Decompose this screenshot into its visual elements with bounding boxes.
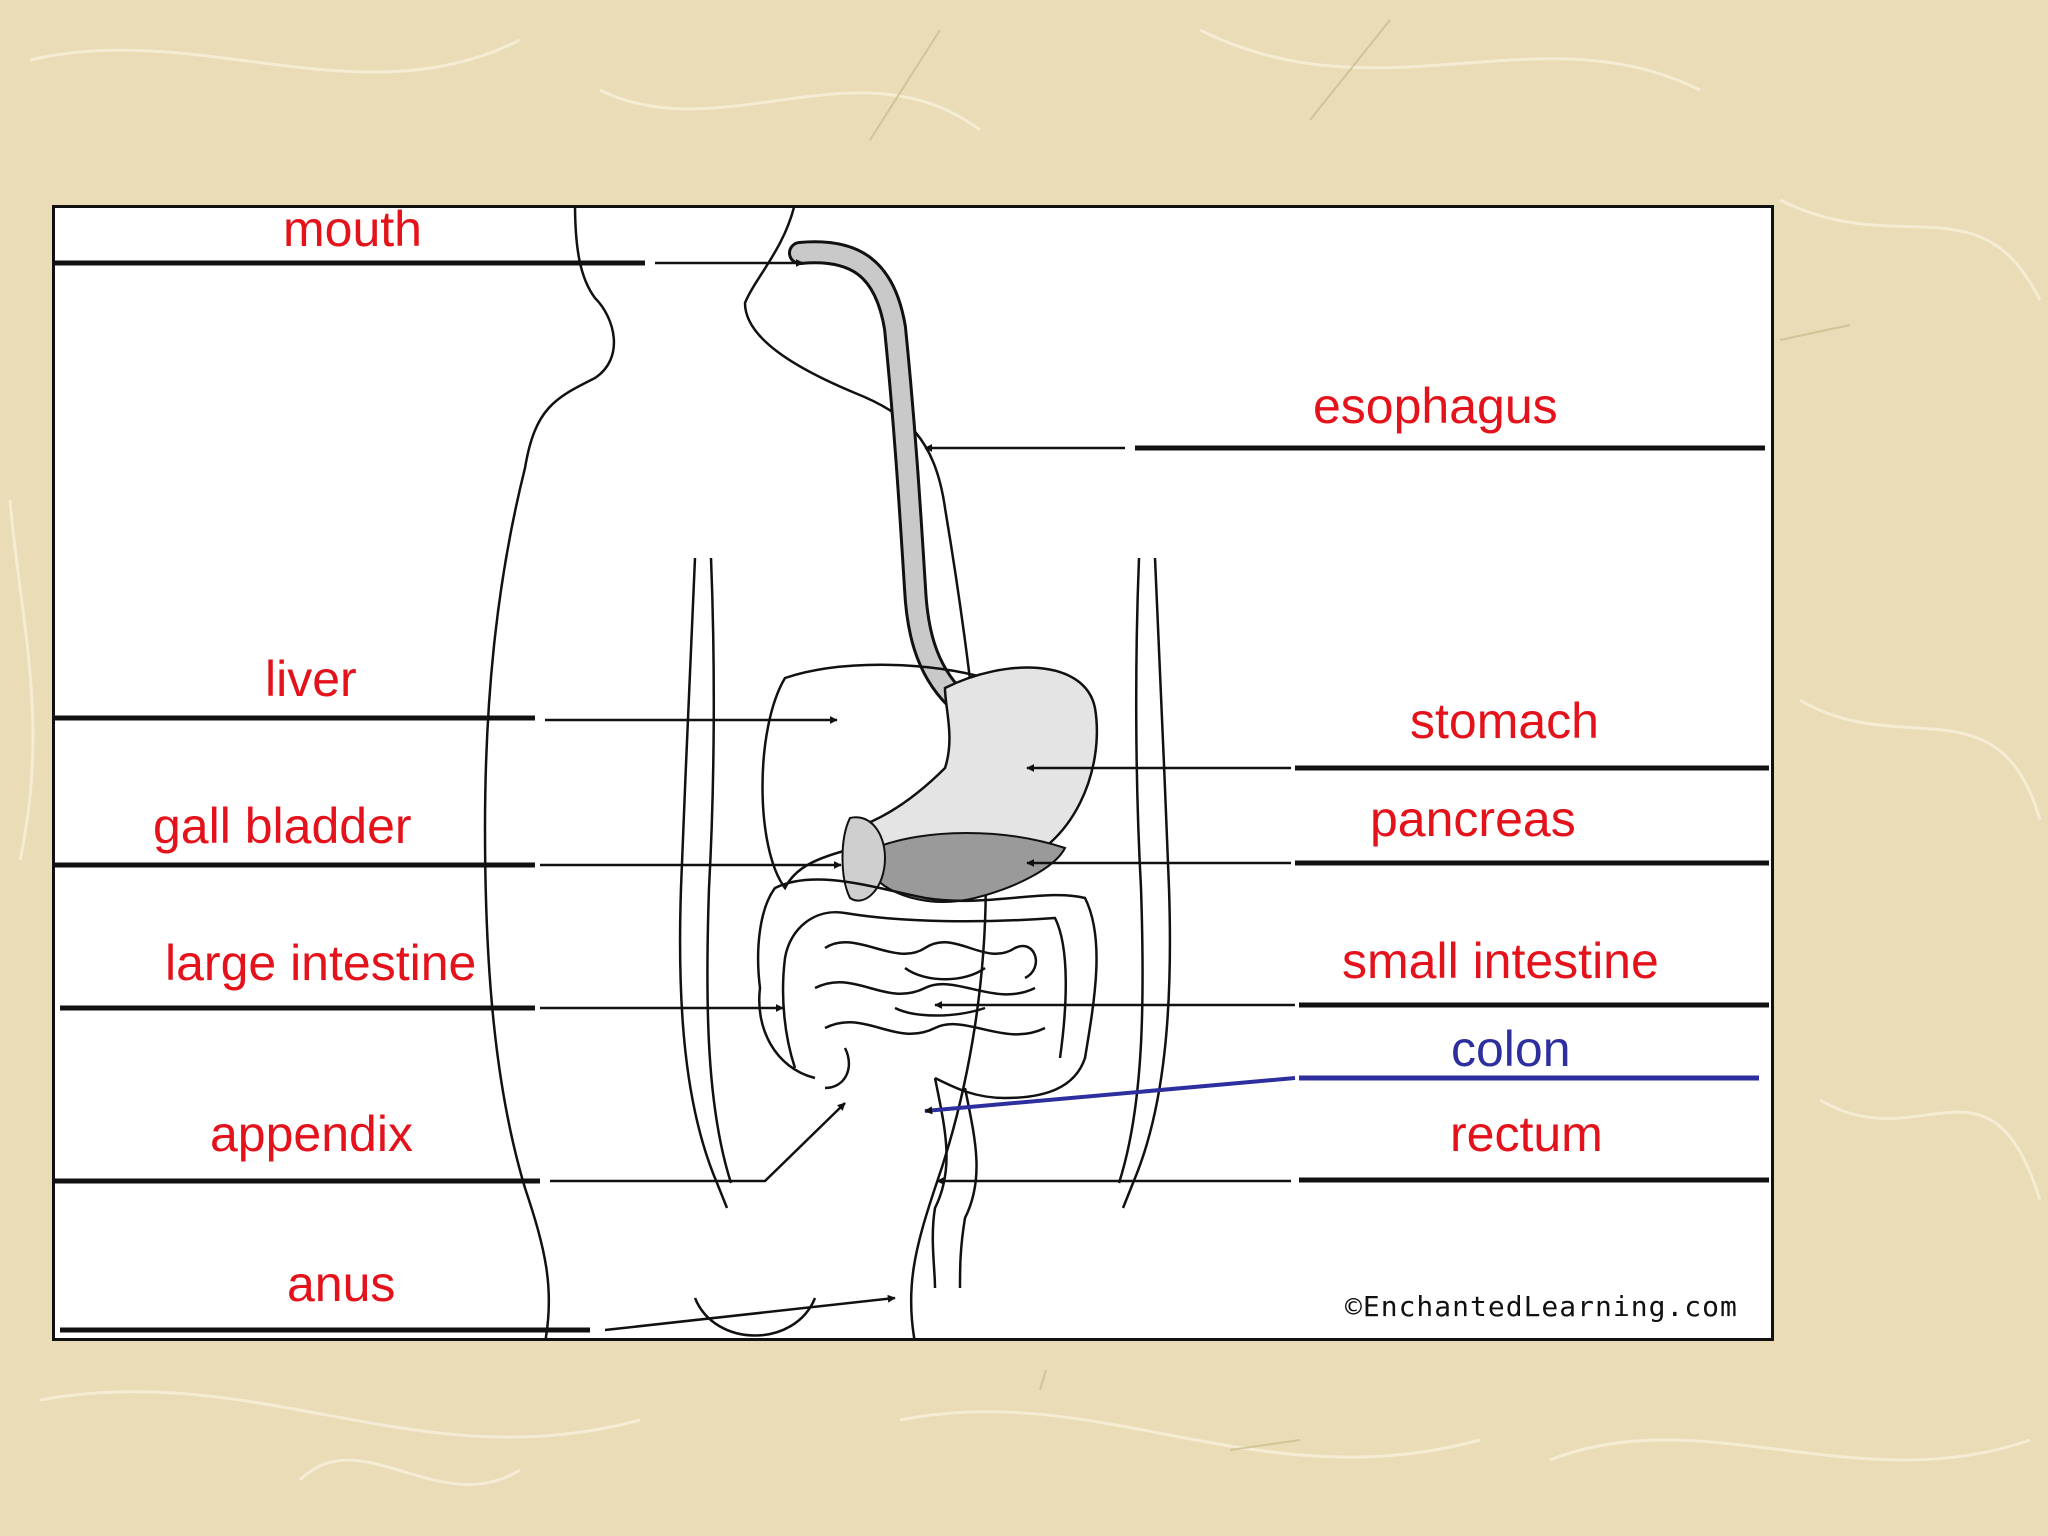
digestive-system-diagram: mouth esophagus liver stomach gall bladd…: [52, 205, 1774, 1341]
label-mouth: mouth: [283, 208, 422, 257]
label-small-intestine: small intestine: [1342, 933, 1659, 989]
answer-lines: [55, 260, 1769, 1333]
label-anus: anus: [287, 1256, 395, 1312]
diagram-canvas: mouth esophagus liver stomach gall bladd…: [55, 208, 1769, 1338]
large-intestine-shape: [756, 878, 1098, 1100]
label-colon: colon: [1451, 1021, 1571, 1077]
esophagus-shape: [788, 240, 967, 710]
appendix-shape: [824, 1047, 851, 1090]
label-pancreas: pancreas: [1370, 791, 1576, 847]
body-outline: [483, 208, 1172, 1338]
rectum-shape: [931, 1077, 978, 1289]
label-stomach: stomach: [1410, 693, 1599, 749]
label-appendix: appendix: [210, 1106, 413, 1162]
label-liver: liver: [265, 651, 357, 707]
leader-arrows: [540, 259, 1296, 1332]
pancreas-shape: [874, 832, 1067, 903]
label-esophagus: esophagus: [1313, 378, 1558, 434]
label-gall-bladder: gall bladder: [153, 798, 412, 854]
label-large-intestine: large intestine: [165, 935, 476, 991]
small-intestine-shape: [814, 941, 1046, 1036]
copyright-credit: ©EnchantedLearning.com: [1345, 1290, 1738, 1323]
label-rectum: rectum: [1450, 1106, 1603, 1162]
gall-bladder-shape: [841, 816, 887, 902]
